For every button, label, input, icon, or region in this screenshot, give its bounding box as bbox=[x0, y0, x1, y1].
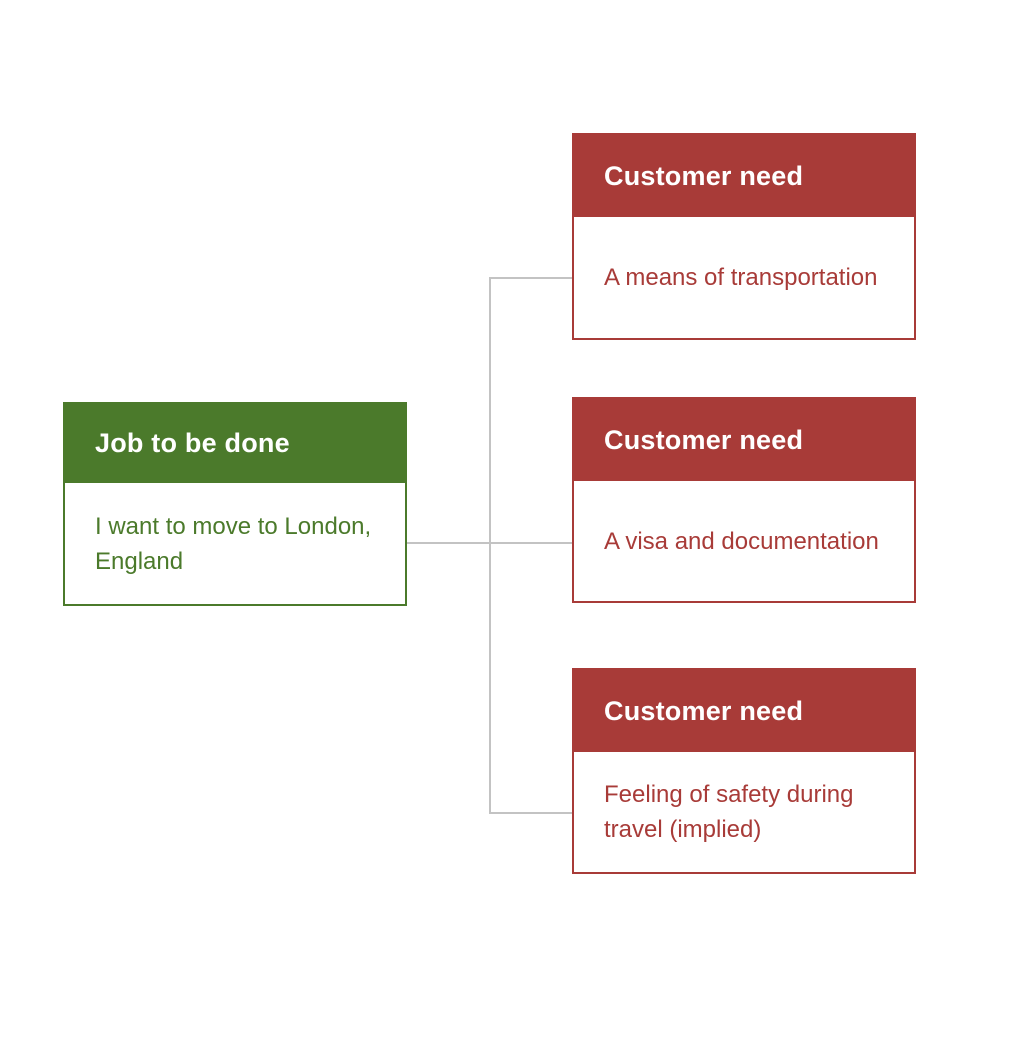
need-node-3-title: Customer need bbox=[604, 695, 804, 726]
need-node-2-header: Customer need bbox=[574, 399, 914, 481]
connector-trunk-line bbox=[489, 277, 491, 814]
customer-need-node-1[interactable]: Customer need A means of transportation bbox=[572, 133, 916, 340]
need-node-2-text: A visa and documentation bbox=[604, 527, 879, 555]
need-node-1-body: A means of transportation bbox=[574, 217, 914, 338]
job-node-header: Job to be done bbox=[65, 404, 405, 483]
need-node-3-header: Customer need bbox=[574, 670, 914, 752]
need-node-1-title: Customer need bbox=[604, 160, 804, 191]
job-node-title: Job to be done bbox=[95, 428, 290, 458]
connector-job-to-trunk-line bbox=[406, 542, 573, 544]
need-node-3-body: Feeling of safety during travel (implied… bbox=[574, 752, 914, 872]
job-node-body: I want to move to London, England bbox=[65, 483, 405, 604]
connector-need-1-line bbox=[489, 277, 573, 279]
need-node-3-text: Feeling of safety during travel (implied… bbox=[604, 781, 854, 843]
customer-need-node-3[interactable]: Customer need Feeling of safety during t… bbox=[572, 668, 916, 874]
connector-need-3-line bbox=[489, 812, 573, 814]
job-to-be-done-node[interactable]: Job to be done I want to move to London,… bbox=[63, 402, 407, 606]
customer-need-node-2[interactable]: Customer need A visa and documentation bbox=[572, 397, 916, 603]
need-node-1-header: Customer need bbox=[574, 135, 914, 217]
need-node-2-body: A visa and documentation bbox=[574, 481, 914, 601]
job-node-text: I want to move to London, England bbox=[95, 512, 372, 575]
need-node-2-title: Customer need bbox=[604, 424, 804, 455]
need-node-1-text: A means of transportation bbox=[604, 264, 878, 291]
